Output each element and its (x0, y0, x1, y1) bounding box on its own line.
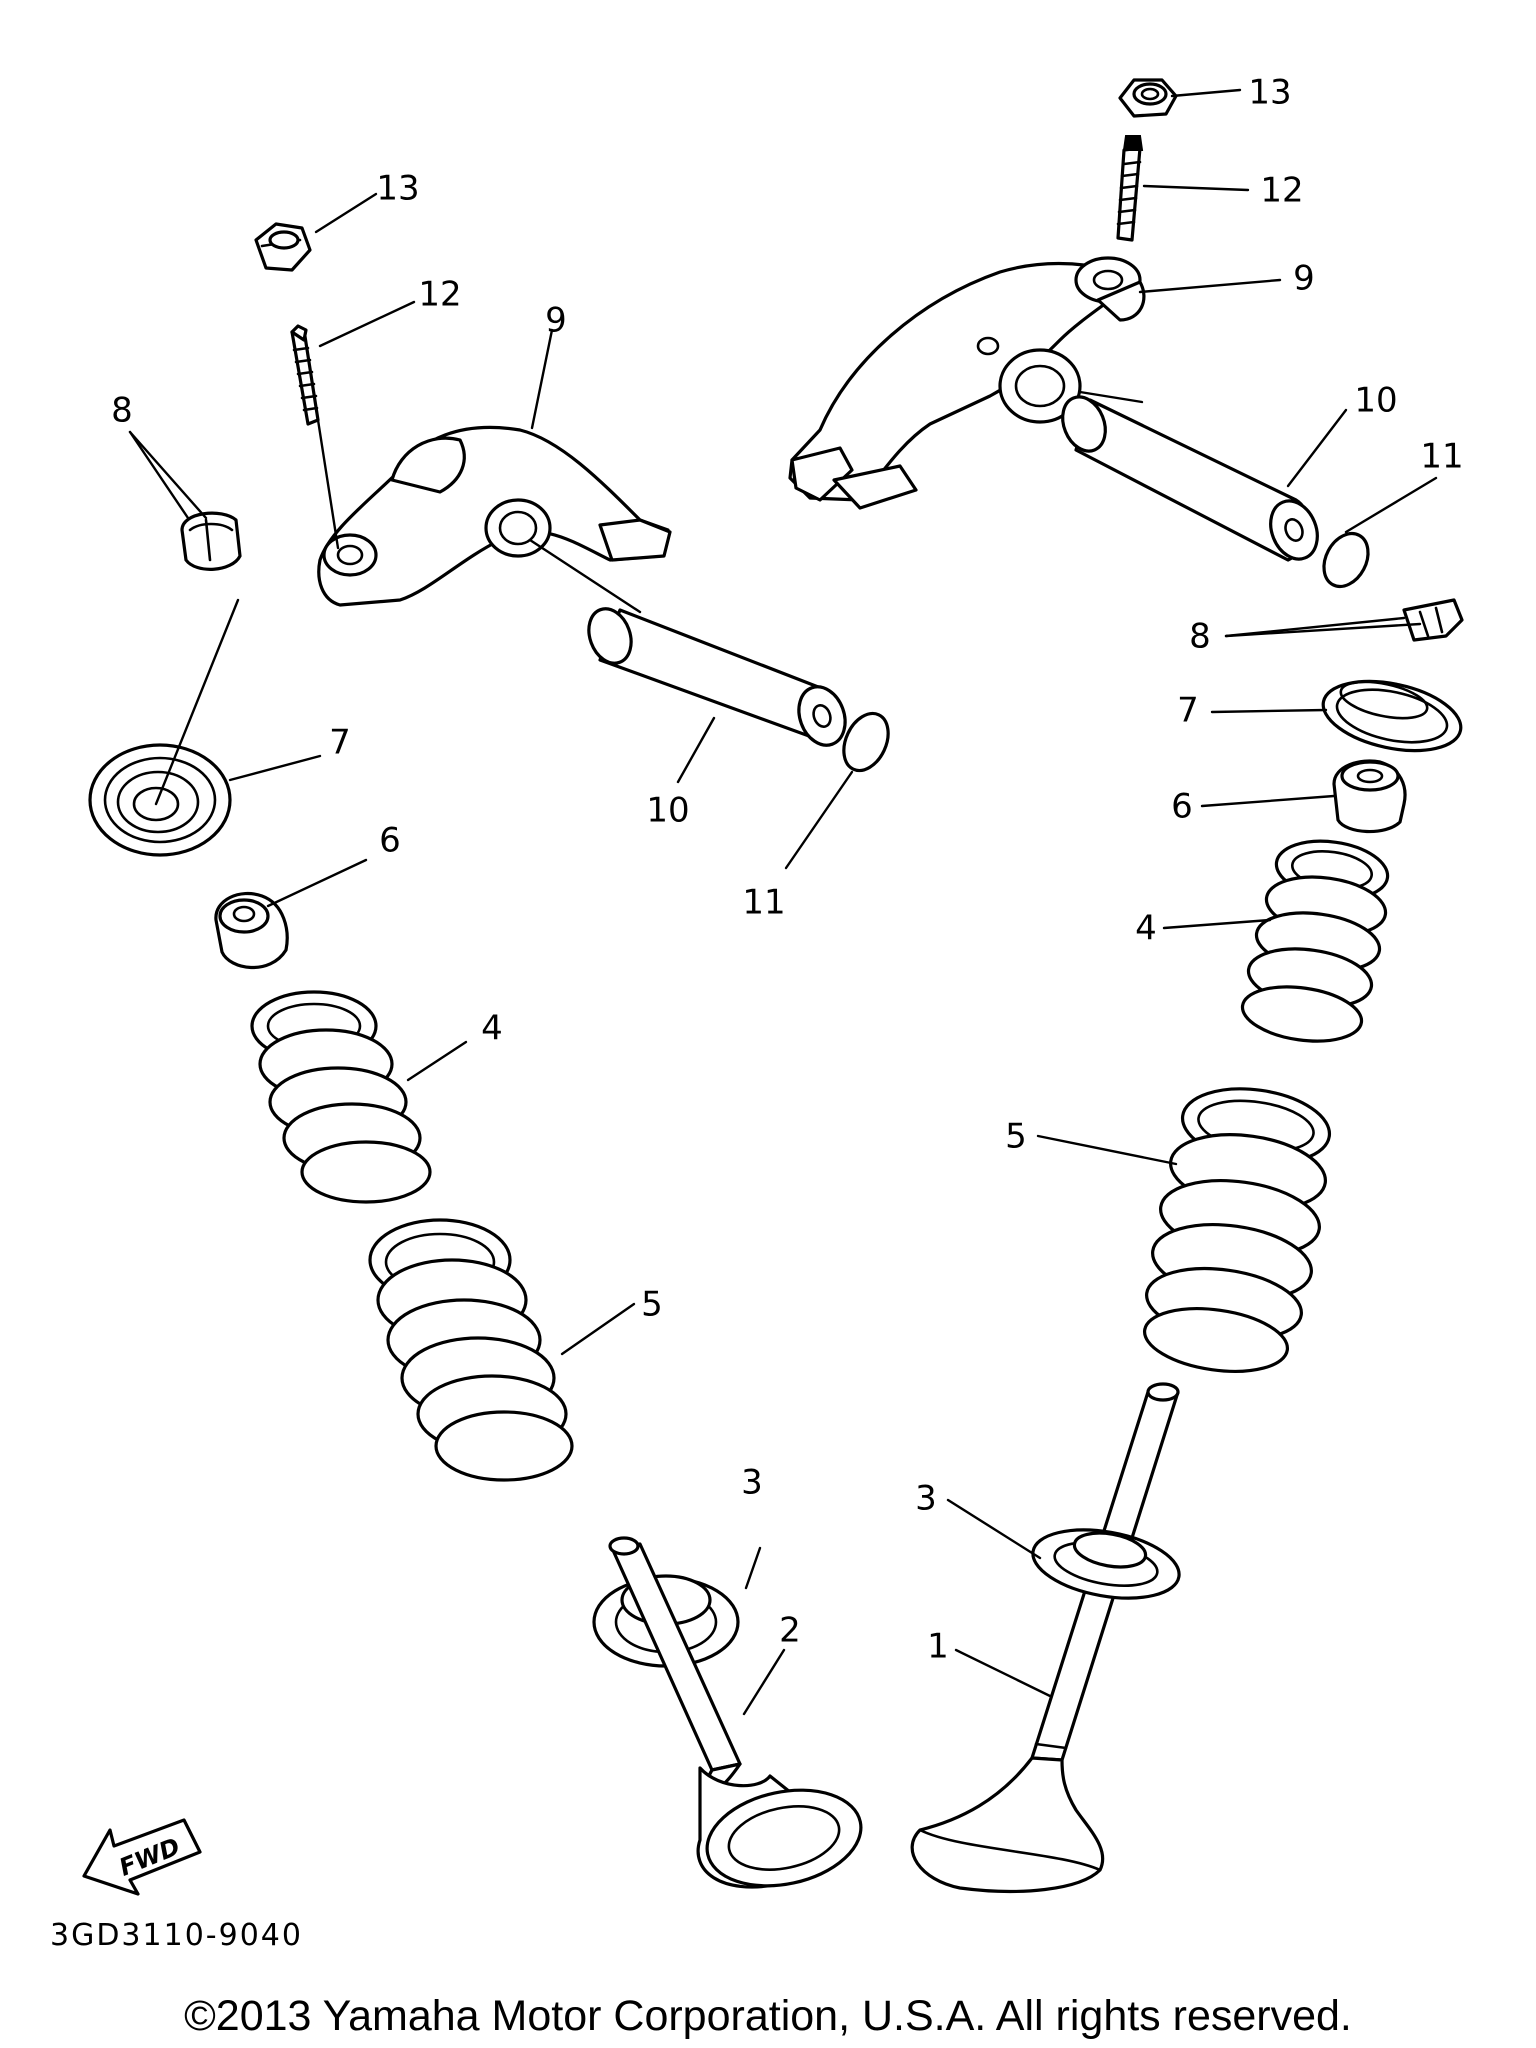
callout-12-left: 12 (418, 275, 461, 315)
part-8-valve-cotters-right (1402, 598, 1464, 642)
part-5-outer-valve-spring-right (1142, 1087, 1332, 1373)
part-10-rocker-shaft-right (1061, 395, 1319, 562)
part-7-spring-retainer-left (88, 743, 232, 857)
callout-5-left: 5 (641, 1285, 663, 1325)
callout-1: 1 (927, 1627, 949, 1667)
callout-3-right: 3 (915, 1479, 937, 1519)
part-11-o-ring-left (842, 711, 890, 773)
part-9-rocker-arm-right (788, 256, 1146, 510)
part-8-valve-cotters-left (180, 511, 242, 571)
part-6-valve-stem-seal-right (1332, 759, 1407, 834)
callout-9-right: 9 (1293, 259, 1315, 299)
part-1-valve (910, 1382, 1180, 1894)
leader-lines (128, 88, 1438, 1716)
part-6-valve-stem-seal-left (214, 891, 289, 970)
part-2-valve (608, 1536, 863, 1889)
callout-8-left: 8 (111, 391, 133, 431)
callout-5-right: 5 (1005, 1117, 1027, 1157)
callout-3-left: 3 (741, 1463, 763, 1503)
callout-10-right: 10 (1354, 381, 1397, 421)
callout-4-right: 4 (1135, 909, 1157, 949)
callout-10-left: 10 (646, 791, 689, 831)
callout-9-left: 9 (545, 301, 567, 341)
callout-12-right: 12 (1260, 171, 1303, 211)
diagram-code: 3GD3110-9040 (50, 1918, 303, 1953)
callout-6-right: 6 (1171, 787, 1193, 827)
part-9-rocker-arm-left (317, 425, 672, 607)
callout-11-right: 11 (1420, 437, 1463, 477)
part-7-spring-retainer-right (1321, 679, 1463, 753)
part-5-outer-valve-spring-left (368, 1218, 574, 1482)
fwd-arrow: FWD (82, 1818, 202, 1896)
callout-13-right: 13 (1248, 73, 1291, 113)
part-12-stud-left (290, 324, 320, 426)
part-13-nut-left (254, 222, 312, 272)
part-3-spring-seat-right (1031, 1528, 1181, 1600)
callout-8-right: 8 (1189, 617, 1211, 657)
part-13-nut-right (1118, 78, 1178, 118)
part-12-stud-right (1116, 135, 1144, 242)
part-4-inner-valve-spring-left (250, 990, 432, 1204)
callout-11-left: 11 (742, 883, 785, 923)
callout-2: 2 (779, 1611, 801, 1651)
callout-7-left: 7 (329, 723, 351, 763)
part-4-inner-valve-spring-right (1240, 839, 1390, 1043)
callout-6-left: 6 (379, 821, 401, 861)
callout-4-left: 4 (481, 1009, 503, 1049)
callout-7-right: 7 (1177, 691, 1199, 731)
part-10-rocker-shaft-left (587, 607, 847, 747)
callout-13-left: 13 (376, 169, 419, 209)
callout-numbers: 13 12 9 8 7 6 4 5 3 2 10 11 13 12 9 10 1… (111, 73, 1463, 1667)
copyright-notice: ©2013 Yamaha Motor Corporation, U.S.A. A… (184, 1992, 1352, 2040)
part-11-o-ring-right (1322, 531, 1370, 589)
